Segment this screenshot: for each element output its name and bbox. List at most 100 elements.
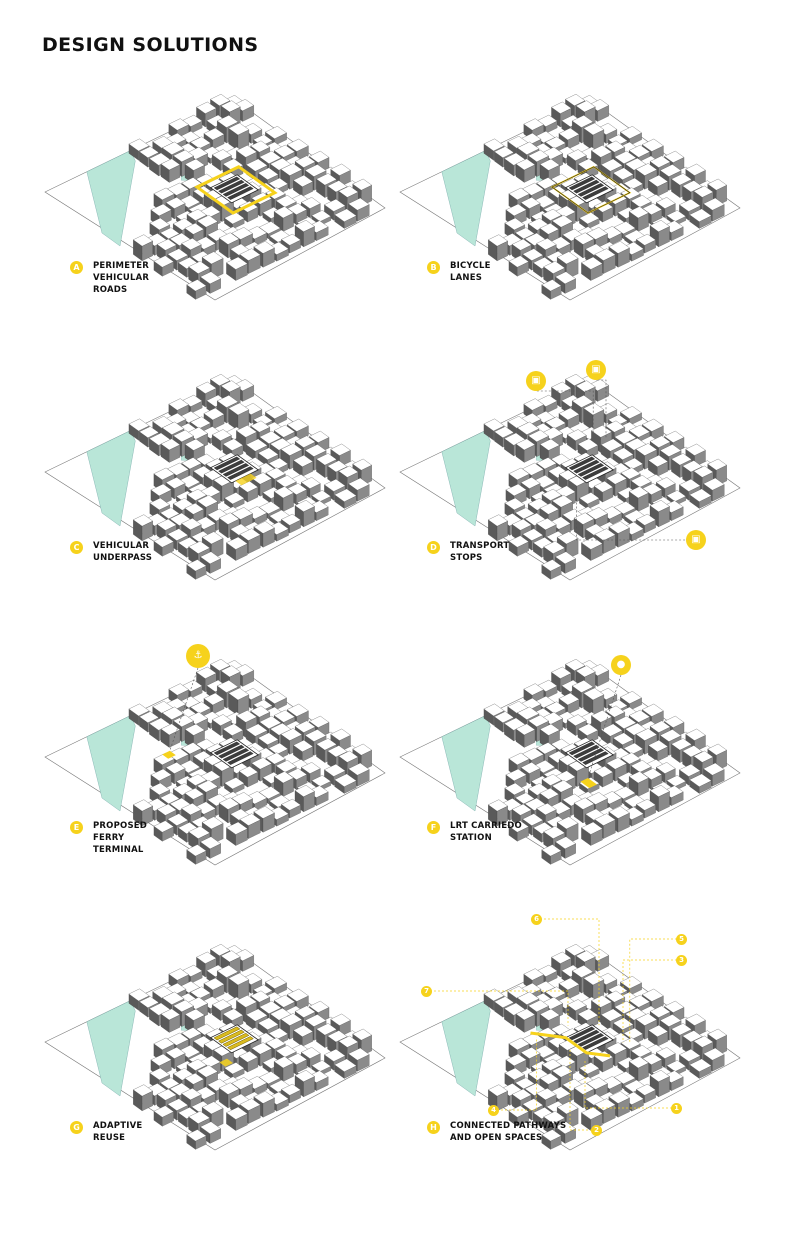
isometric-map-b bbox=[399, 93, 741, 301]
building-roof bbox=[581, 821, 603, 835]
building-roof bbox=[707, 458, 728, 471]
building-roof bbox=[504, 717, 526, 731]
building-roof bbox=[224, 1062, 245, 1075]
building-roof bbox=[203, 407, 225, 421]
building-roof bbox=[294, 785, 315, 797]
building-roof bbox=[287, 483, 308, 495]
site-building bbox=[573, 459, 600, 474]
building-roof bbox=[550, 738, 571, 751]
building-roof bbox=[583, 687, 605, 701]
building-roof bbox=[139, 711, 160, 723]
building-roof bbox=[169, 232, 192, 246]
building-roof bbox=[551, 780, 574, 793]
caption-text-a: PERIMETER VEHICULAR ROADS bbox=[93, 261, 150, 295]
building-roof bbox=[528, 149, 550, 162]
building-roof bbox=[606, 757, 628, 770]
building-roof bbox=[685, 163, 706, 176]
stop-leader-line bbox=[596, 379, 607, 438]
building-roof bbox=[250, 420, 271, 433]
building-roof bbox=[181, 177, 202, 190]
building-roof bbox=[294, 155, 316, 168]
building-roof bbox=[600, 158, 623, 172]
building-roof bbox=[236, 710, 258, 723]
building-roof bbox=[581, 256, 603, 270]
building-roof bbox=[161, 991, 185, 1005]
site-building bbox=[213, 456, 241, 471]
building-roof bbox=[516, 421, 540, 435]
bus-icon: ▣ bbox=[586, 360, 606, 380]
building-roof bbox=[181, 518, 202, 531]
building-roof bbox=[591, 145, 613, 158]
building-roof bbox=[153, 1037, 175, 1051]
building-roof bbox=[551, 666, 572, 679]
building-roof bbox=[253, 1091, 275, 1104]
building-roof bbox=[689, 1058, 712, 1072]
building-roof bbox=[293, 454, 314, 467]
building-roof bbox=[586, 792, 608, 805]
building-roof bbox=[273, 709, 296, 723]
building-roof bbox=[594, 1098, 616, 1111]
building-roof bbox=[511, 518, 532, 531]
building-roof bbox=[505, 203, 527, 217]
building-roof bbox=[620, 1037, 641, 1050]
building-roof bbox=[693, 185, 714, 198]
caption-g: G ADAPTIVE REUSE bbox=[70, 1120, 142, 1144]
ferry-terminal-highlight bbox=[162, 750, 176, 759]
building-roof bbox=[593, 765, 614, 778]
building-roof bbox=[327, 460, 348, 473]
site-building bbox=[577, 183, 605, 197]
site-building bbox=[222, 183, 250, 197]
building-roof bbox=[591, 995, 613, 1008]
building-roof bbox=[600, 438, 623, 452]
building-roof bbox=[624, 157, 647, 171]
building-roof bbox=[286, 703, 309, 717]
building-roof bbox=[628, 771, 649, 784]
building-roof bbox=[150, 1053, 172, 1067]
building-roof bbox=[132, 234, 154, 247]
building-roof bbox=[558, 692, 580, 706]
building-roof bbox=[184, 723, 205, 736]
isometric-map-g bbox=[44, 943, 386, 1151]
building-roof bbox=[671, 1023, 692, 1036]
building-roof bbox=[566, 429, 587, 441]
building-roof bbox=[334, 1058, 357, 1072]
building-roof bbox=[679, 198, 701, 212]
building-roof bbox=[556, 531, 579, 545]
building-roof bbox=[201, 531, 224, 545]
building-roof bbox=[153, 467, 175, 481]
badge-f: F bbox=[427, 821, 440, 834]
building-roof bbox=[556, 251, 579, 265]
building-roof bbox=[159, 227, 180, 240]
building-roof bbox=[581, 1106, 603, 1120]
building-roof bbox=[649, 1070, 670, 1082]
site-building bbox=[213, 741, 241, 756]
building-roof bbox=[522, 813, 544, 826]
building-roof bbox=[228, 402, 250, 416]
building-roof bbox=[689, 773, 712, 787]
isometric-map-c bbox=[44, 373, 386, 581]
bicycle-lane-outline bbox=[551, 166, 631, 214]
building-roof bbox=[149, 497, 171, 511]
building-roof bbox=[149, 152, 171, 166]
building-roof bbox=[682, 745, 703, 758]
building-roof bbox=[327, 745, 348, 758]
callout-number-2: 2 bbox=[591, 1125, 602, 1136]
panel-g-adaptive-reuse: G ADAPTIVE REUSE bbox=[40, 943, 420, 1240]
building-roof bbox=[216, 965, 239, 978]
building-roof bbox=[184, 1008, 205, 1021]
site-cluster bbox=[564, 454, 614, 484]
building-roof bbox=[551, 381, 572, 394]
building-roof bbox=[210, 93, 231, 106]
building-roof bbox=[238, 1050, 259, 1063]
building-roof bbox=[613, 1071, 636, 1085]
building-roof bbox=[565, 943, 586, 956]
building-roof bbox=[196, 1065, 219, 1078]
building-roof bbox=[515, 723, 536, 736]
building-roof bbox=[210, 943, 231, 956]
perimeter-road-highlight bbox=[194, 165, 278, 215]
building-roof bbox=[664, 1000, 685, 1013]
building-roof bbox=[648, 454, 669, 467]
building-roof bbox=[648, 174, 669, 187]
building-roof bbox=[635, 1013, 658, 1026]
building-roof bbox=[562, 1078, 584, 1092]
